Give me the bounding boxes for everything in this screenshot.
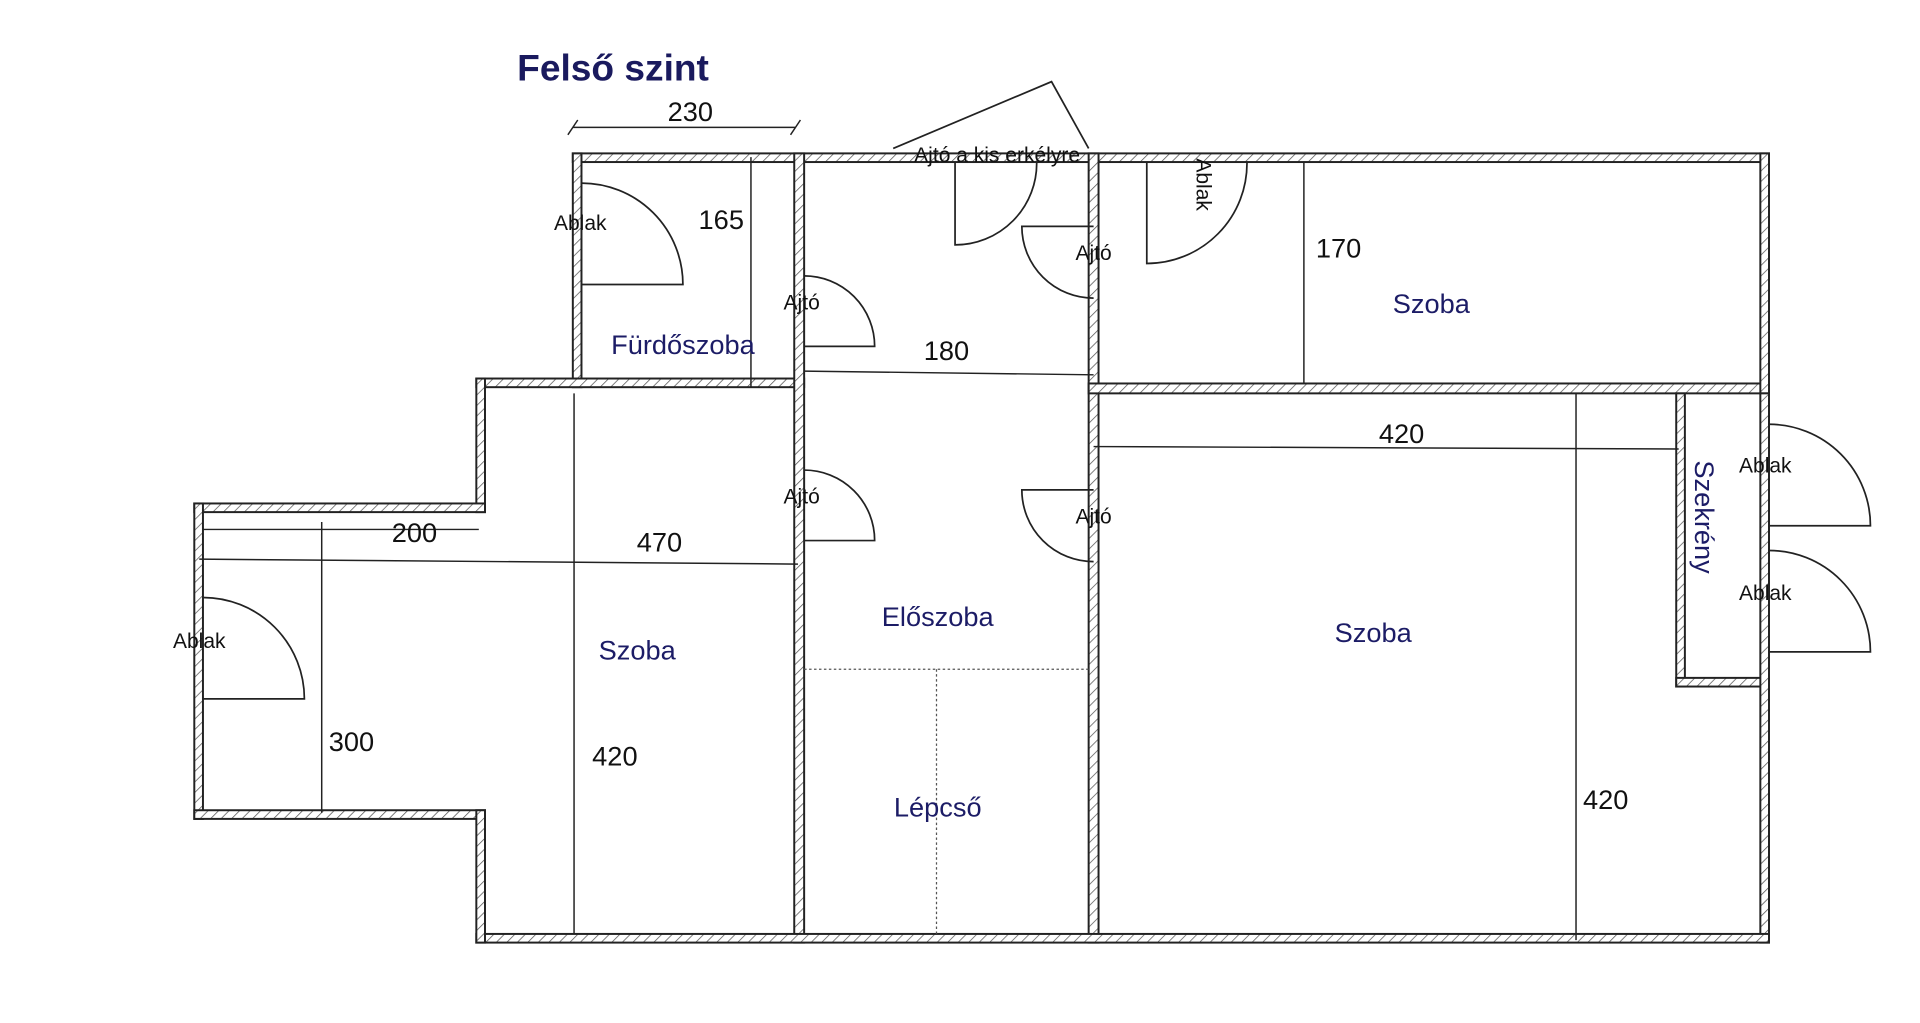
right-window-2-swing xyxy=(1768,549,1872,653)
right-window-1-swing xyxy=(1768,423,1872,527)
room-label-wardrobe: Szekrény xyxy=(1689,460,1720,574)
label-left-room-door: Ajtó xyxy=(784,485,820,508)
room-label-bottom-right: Szoba xyxy=(1335,617,1413,648)
label-right-window-1: Ablak xyxy=(1739,455,1792,478)
top-right-window-swing xyxy=(1145,162,1248,265)
room-label-left: Szoba xyxy=(599,634,677,665)
room-label-hallway: Előszoba xyxy=(882,601,995,632)
room-label-bathroom: Fürdőszoba xyxy=(611,329,756,360)
label-right-room-door: Ajtó xyxy=(1075,505,1111,528)
page-title: Felső szint xyxy=(517,46,709,88)
balcony-outline xyxy=(892,80,1090,150)
label-balcony-door: Ajtó a kis erkélyre xyxy=(914,144,1080,167)
left-room-door-swing xyxy=(804,469,876,542)
label-bath-window: Ablak xyxy=(554,212,607,235)
balcony-door-swing xyxy=(954,162,1038,246)
label-top-right-window: Ablak xyxy=(1191,158,1214,211)
room-label-stairs: Lépcső xyxy=(894,791,982,822)
dim-bay-width: 200 xyxy=(392,517,437,548)
dim-hall-width: 180 xyxy=(924,335,969,366)
walls xyxy=(193,152,1770,944)
bath-door-swing xyxy=(804,274,876,348)
label-right-window-2: Ablak xyxy=(1739,582,1792,605)
dim-left-room-depth: 420 xyxy=(592,741,637,772)
dim-left-total-width: 470 xyxy=(637,527,682,558)
right-room-door-swing xyxy=(1020,488,1094,563)
dim-bath-depth: 165 xyxy=(699,204,744,235)
dimension-lines xyxy=(199,119,1679,941)
dim-top-right-depth: 170 xyxy=(1316,232,1361,263)
dim-right-room-width: 420 xyxy=(1379,418,1424,449)
dim-bay-depth: 300 xyxy=(329,726,374,757)
bath-window-swing xyxy=(581,182,684,286)
top-right-door-swing xyxy=(1020,225,1094,299)
label-bath-door: Ajtó xyxy=(784,291,820,314)
openings xyxy=(202,80,1872,934)
label-top-right-door: Ajtó xyxy=(1075,242,1111,265)
dim-bath-width: 230 xyxy=(668,96,713,127)
room-label-top-right: Szoba xyxy=(1393,288,1471,319)
label-left-window: Ablak xyxy=(173,630,226,653)
left-window-swing xyxy=(202,596,306,700)
dim-right-room-depth: 420 xyxy=(1583,784,1628,815)
